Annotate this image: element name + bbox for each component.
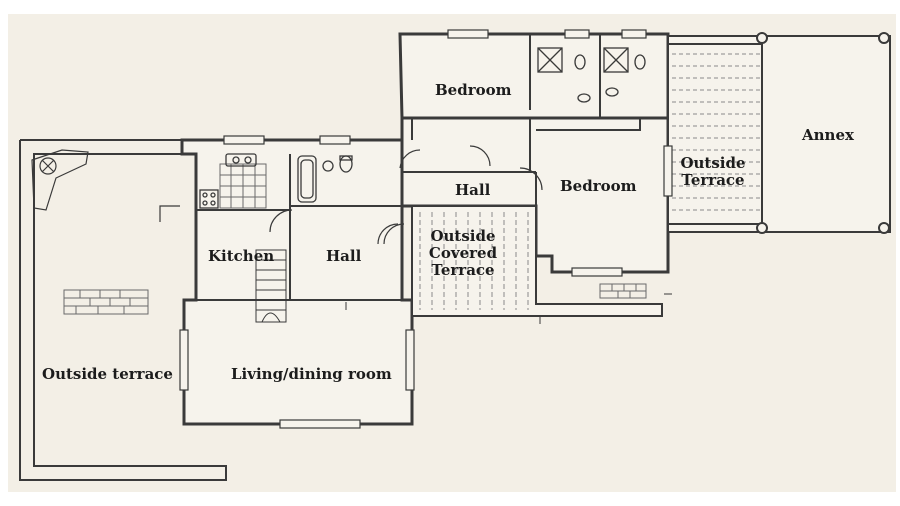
brick-wall-icon xyxy=(63,289,149,315)
stairs-icon xyxy=(255,249,287,323)
door-swing-icon xyxy=(159,145,543,245)
covered-terrace-hatching xyxy=(419,212,529,310)
label-outside-terrace-right-line2: Terrace xyxy=(681,171,745,189)
brick-wall-icon xyxy=(599,283,647,299)
label-bedroom-upper: Bedroom xyxy=(435,81,512,99)
label-bedroom-right: Bedroom xyxy=(560,177,637,195)
label-outside-covered-line3: Terrace xyxy=(431,261,495,279)
shower-icon xyxy=(603,47,629,73)
plant-icon xyxy=(31,149,89,211)
label-annex: Annex xyxy=(802,126,854,144)
windows xyxy=(179,29,673,429)
label-outside-terrace-right-line1: Outside xyxy=(680,154,746,172)
sink-icon xyxy=(225,153,257,167)
sink-icon xyxy=(322,160,334,172)
toilet-icon xyxy=(605,54,646,97)
label-outside-terrace-right: Outside Terrace xyxy=(678,155,748,189)
label-outside-covered-line1: Outside xyxy=(430,227,496,245)
interior-walls xyxy=(196,34,641,301)
label-kitchen: Kitchen xyxy=(208,247,275,265)
label-hall-lower: Hall xyxy=(326,247,362,265)
annex-structure xyxy=(667,35,891,233)
annex-posts xyxy=(756,32,890,234)
kitchen-counter-grid xyxy=(219,163,267,209)
label-outside-covered-line2: Covered xyxy=(428,244,498,262)
covered-terrace-outline xyxy=(411,205,663,317)
bathtub-icon xyxy=(297,155,317,203)
toilet-icon xyxy=(574,54,591,103)
terrace-right-hatching xyxy=(672,53,760,211)
stove-icon xyxy=(199,189,219,209)
label-hall-upper: Hall xyxy=(455,181,491,199)
shower-icon xyxy=(537,47,563,73)
label-outside-covered-terrace: Outside Covered Terrace xyxy=(425,228,501,279)
label-living-dining-room: Living/dining room xyxy=(231,365,392,383)
outside-terrace-left-outline xyxy=(19,139,227,481)
tick-marks xyxy=(345,293,672,324)
toilet-icon xyxy=(339,155,353,173)
label-outside-terrace-left: Outside terrace xyxy=(42,365,173,383)
